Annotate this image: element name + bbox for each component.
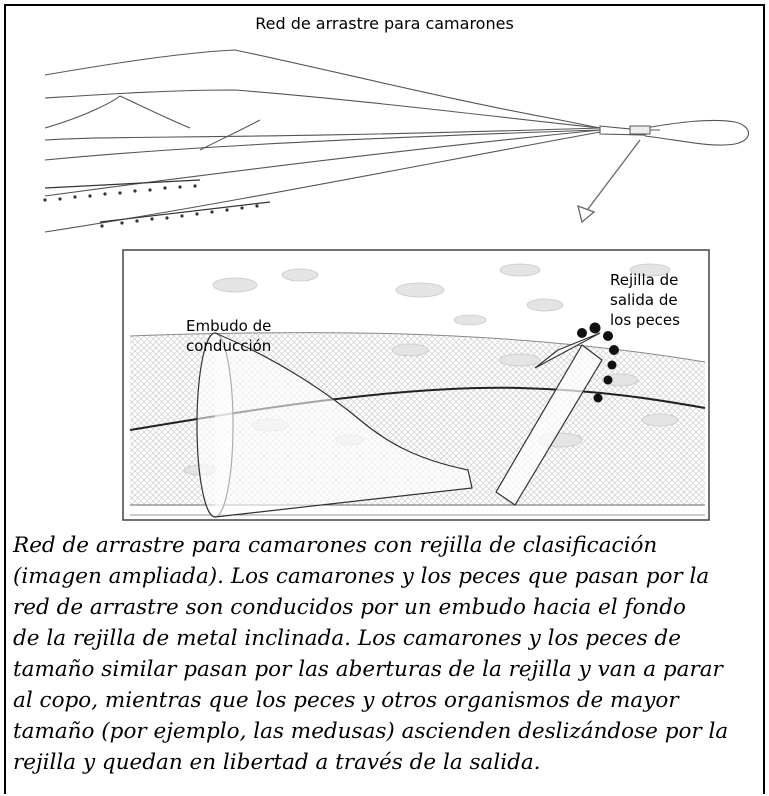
- caption-line: rejilla y quedan en libertad a través de…: [13, 750, 541, 775]
- figure-frame: [4, 4, 765, 794]
- caption-line: Red de arrastre para camarones con rejil…: [13, 533, 658, 558]
- caption-line: de la rejilla de metal inclinada. Los ca…: [13, 626, 681, 651]
- zoom-arrow: [577, 139, 641, 224]
- caption-line: al copo, mientras que los peces y otros …: [13, 688, 679, 713]
- trawl-net: [44, 49, 750, 233]
- guiding-funnel: [196, 332, 473, 518]
- caption-line: (imagen ampliada). Los camarones y los p…: [13, 564, 710, 589]
- exit-grid: [495, 332, 603, 506]
- exit-grid-label: Rejilla de salida de los peces: [610, 271, 680, 329]
- exit-grid-floats: [577, 322, 619, 403]
- codend-marker: [629, 125, 651, 135]
- figure-caption: Red de arrastre para camarones con rejil…: [13, 530, 763, 778]
- diagram-title: Red de arrastre para camarones: [255, 14, 514, 33]
- funnel-label: Embudo de conducción: [186, 317, 272, 355]
- caption-line: tamaño similar pasan por las aberturas d…: [13, 657, 723, 682]
- caption-line: red de arrastre son conducidos por un em…: [13, 595, 686, 620]
- float-line-beads: [43, 179, 271, 228]
- caption-line: tamaño (por ejemplo, las medusas) ascien…: [13, 719, 729, 744]
